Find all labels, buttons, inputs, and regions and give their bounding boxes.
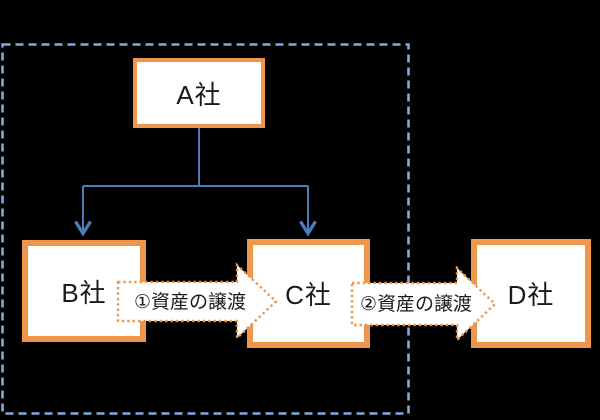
- node-company-d-label: D社: [507, 280, 555, 310]
- node-company-c-label: C社: [285, 280, 332, 310]
- node-company-a-label: A社: [176, 79, 222, 110]
- transfer-arrow-1-label: ①資産の譲渡: [133, 292, 247, 313]
- node-company-b: B社: [22, 240, 146, 342]
- node-company-a: A社: [133, 58, 265, 128]
- node-company-c: C社: [247, 239, 370, 348]
- transfer-arrow-2-label: ②資産の譲渡: [359, 294, 473, 315]
- node-company-d: D社: [471, 239, 591, 348]
- node-company-b-label: B社: [61, 277, 107, 308]
